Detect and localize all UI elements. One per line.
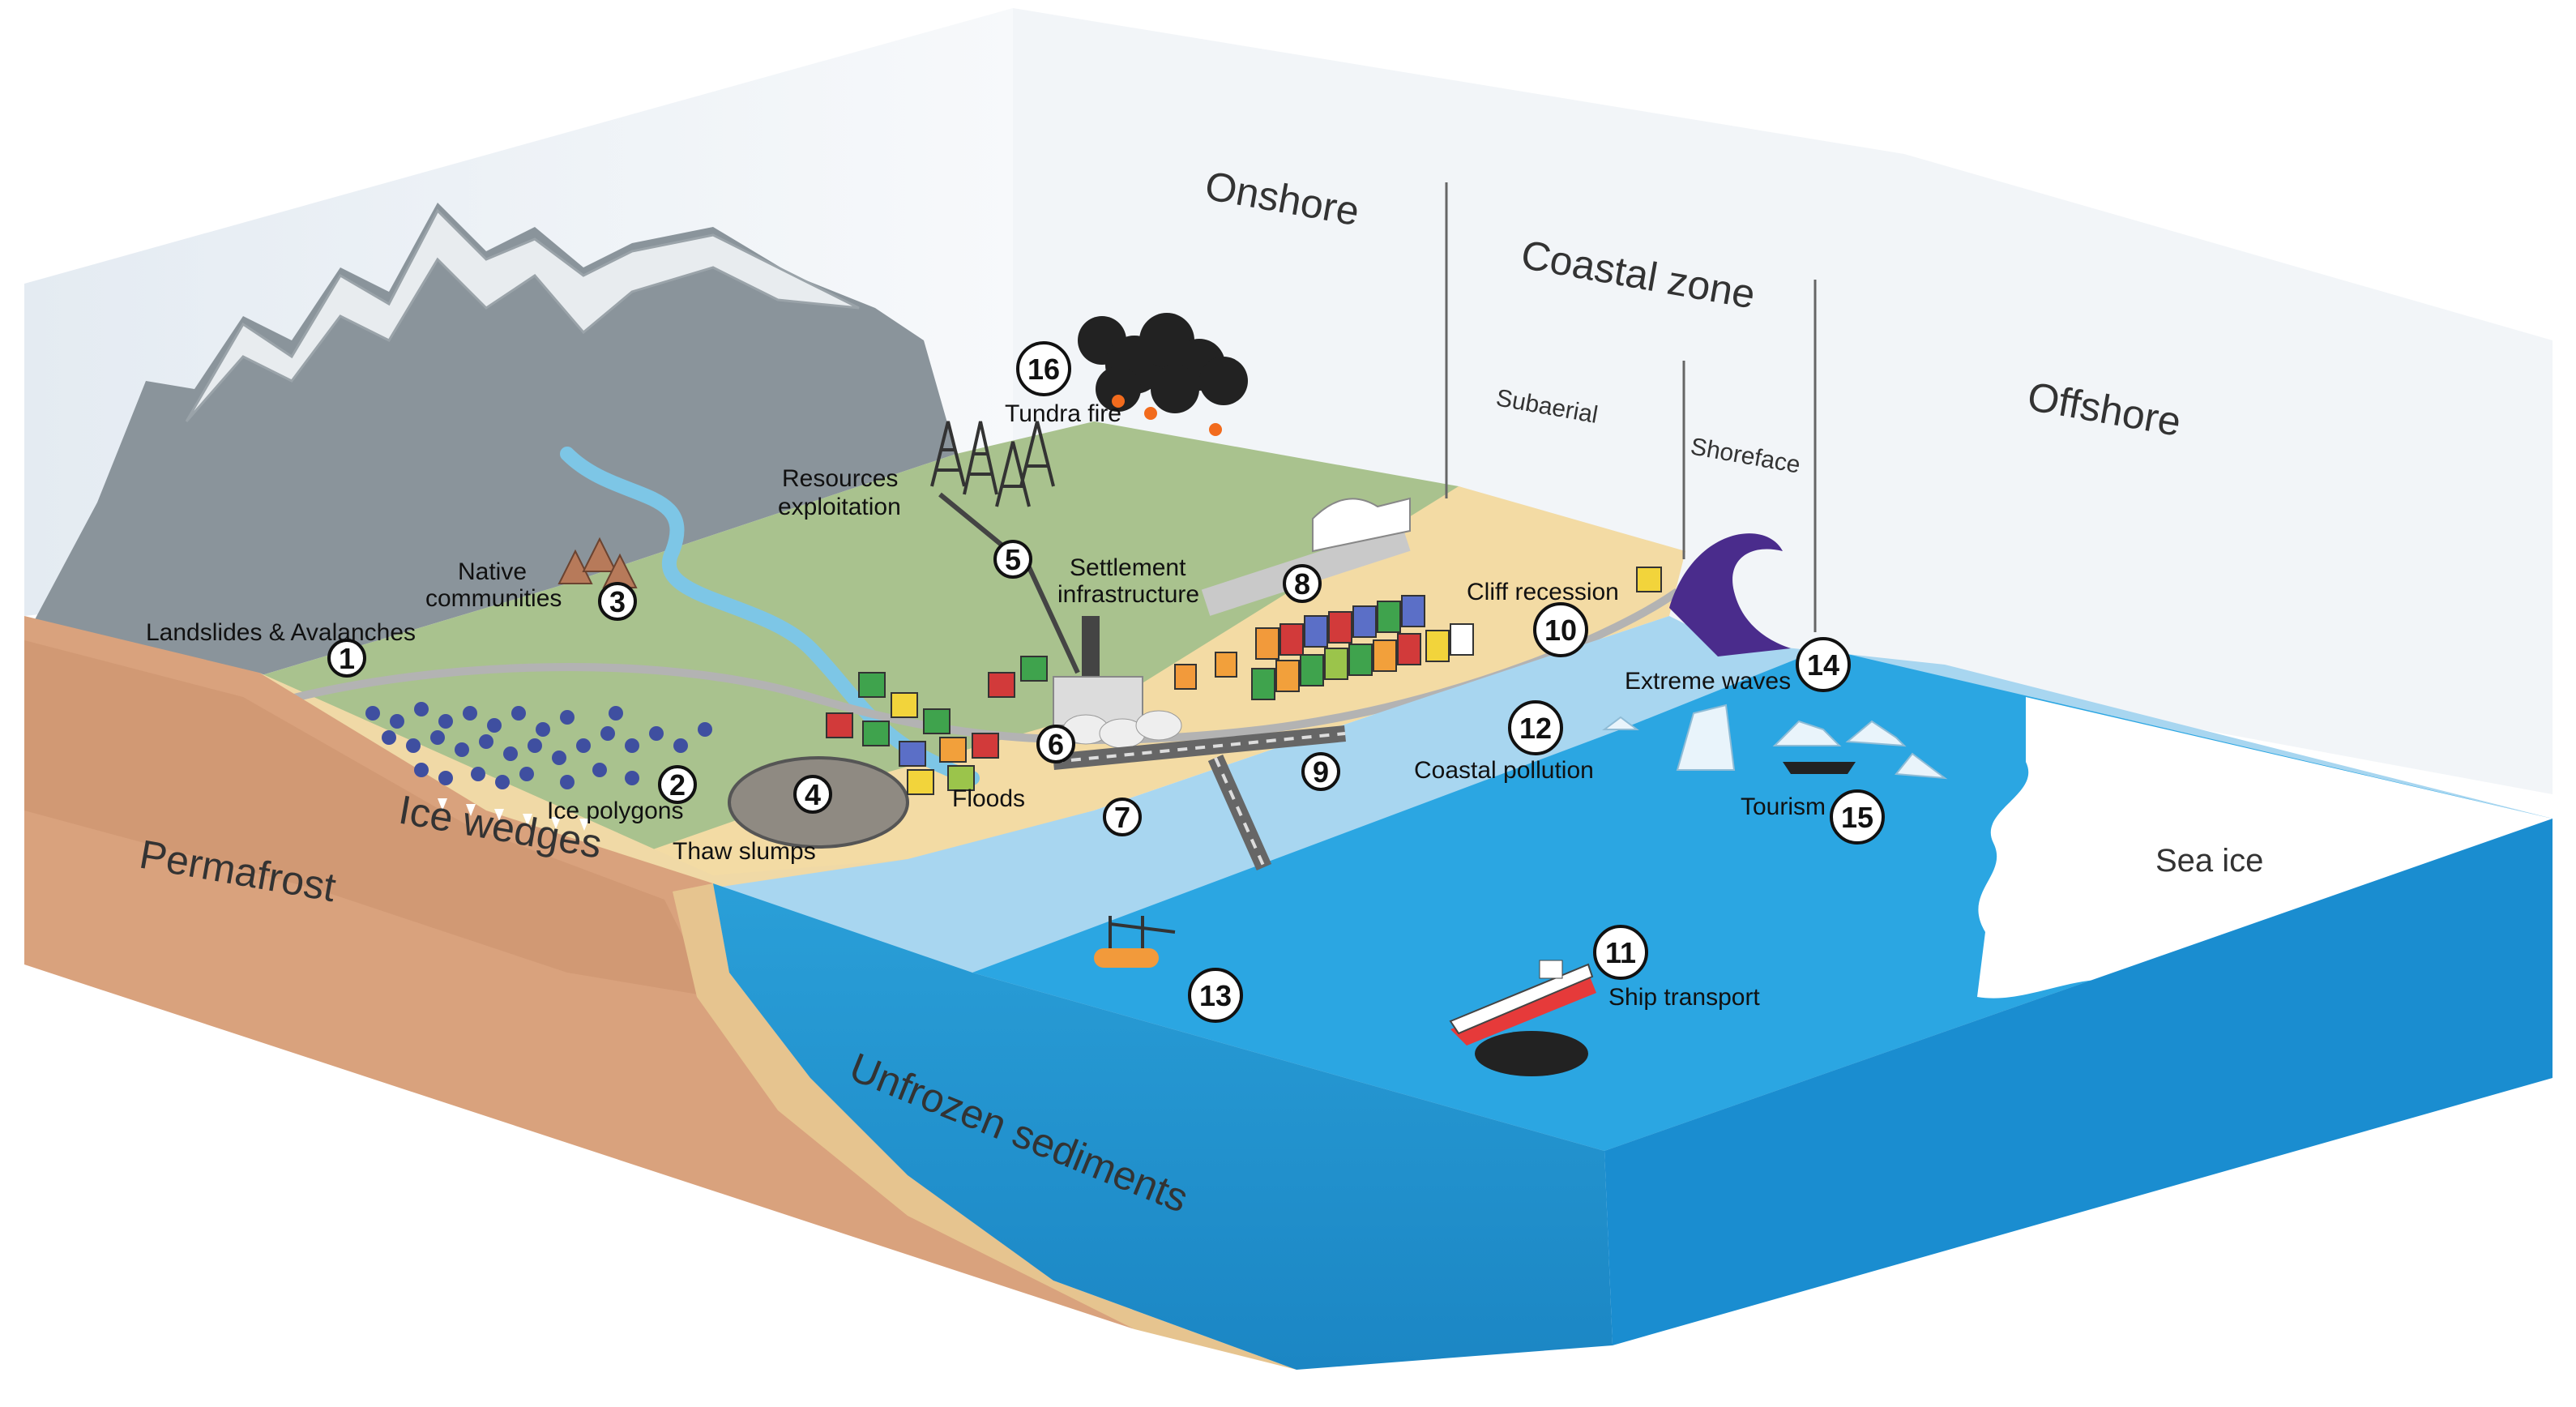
ice-wedge-marks [438, 798, 589, 831]
label-floods: Floods [952, 785, 1025, 812]
mountain-snow [185, 208, 860, 422]
power-plant [1053, 616, 1182, 749]
svg-text:1: 1 [339, 642, 355, 675]
marker-1: 1 [327, 639, 366, 678]
svg-text:7: 7 [1114, 801, 1130, 834]
label-ship-transport: Ship transport [1608, 984, 1760, 1011]
sky-back-right [1013, 8, 2553, 794]
marker-16: 16 [1016, 341, 1071, 396]
svg-text:10: 10 [1544, 614, 1577, 647]
svg-text:16: 16 [1027, 353, 1060, 386]
label-sea-ice: Sea ice [2155, 843, 2263, 879]
native-tents [557, 537, 638, 588]
svg-text:6: 6 [1048, 728, 1064, 761]
label-infrastructure: infrastructure [1057, 581, 1199, 608]
marker-11: 11 [1593, 925, 1648, 980]
oil-spill [1475, 1031, 1588, 1076]
houses-coast [1174, 567, 1662, 700]
hangar [1312, 497, 1411, 553]
label-thaw-slumps: Thaw slumps [673, 838, 816, 865]
label-settlement: Settlement [1070, 554, 1186, 581]
marker-9: 9 [1301, 752, 1340, 791]
svg-text:11: 11 [1605, 936, 1636, 969]
marker-14: 14 [1796, 637, 1851, 692]
extreme-wave [1669, 533, 1791, 656]
label-tourism: Tourism [1741, 793, 1826, 820]
label-extreme-waves: Extreme waves [1625, 668, 1791, 695]
permafrost-shade [24, 640, 713, 997]
svg-text:8: 8 [1294, 567, 1310, 601]
oil-rig [1094, 916, 1176, 968]
svg-text:5: 5 [1005, 543, 1021, 576]
marker-13: 13 [1188, 968, 1243, 1023]
svg-text:3: 3 [609, 585, 626, 618]
tundra-fire-smoke [1078, 313, 1248, 413]
pier-dash [1053, 732, 1346, 868]
label-cliff-recession: Cliff recession [1467, 579, 1619, 605]
sea-front [713, 883, 1613, 1370]
marker-5: 5 [993, 540, 1032, 579]
svg-text:15: 15 [1841, 801, 1873, 834]
svg-text:4: 4 [805, 778, 821, 811]
marker-6: 6 [1036, 725, 1075, 763]
label-communities: communities [425, 585, 562, 612]
tanker-ship [1449, 960, 1596, 1046]
label-native: Native [458, 558, 527, 585]
mountain-dark [32, 203, 956, 681]
svg-text:14: 14 [1807, 648, 1839, 682]
svg-text:12: 12 [1519, 712, 1552, 745]
ice-polygons-field [365, 702, 712, 789]
label-resources: Resources [782, 465, 898, 492]
houses-town [826, 656, 1048, 795]
label-exploitation: exploitation [778, 494, 901, 520]
sea-front-right [1604, 819, 2553, 1345]
sea-ice-sheet [1977, 697, 2553, 999]
marker-7: 7 [1103, 798, 1142, 836]
marker-12: 12 [1508, 700, 1563, 755]
marker-8: 8 [1283, 564, 1322, 603]
label-landslides-avalanches: Landslides & Avalanches [146, 619, 416, 646]
oil-derricks [930, 421, 1055, 507]
label-ice-polygons: Ice polygons [547, 798, 683, 824]
marker-3: 3 [598, 582, 637, 621]
marker-15: 15 [1830, 789, 1885, 845]
cruise-ship [1783, 762, 1856, 774]
fire-flames [1112, 395, 1222, 436]
marker-4: 4 [793, 775, 832, 814]
marker-10: 10 [1533, 602, 1588, 657]
svg-text:13: 13 [1199, 979, 1232, 1012]
label-tundra-fire: Tundra fire [1005, 400, 1121, 427]
svg-text:2: 2 [669, 768, 686, 802]
marker-2: 2 [658, 765, 697, 804]
icebergs [1602, 704, 1948, 780]
label-coastal-pollution: Coastal pollution [1414, 757, 1594, 784]
svg-text:9: 9 [1313, 755, 1329, 789]
